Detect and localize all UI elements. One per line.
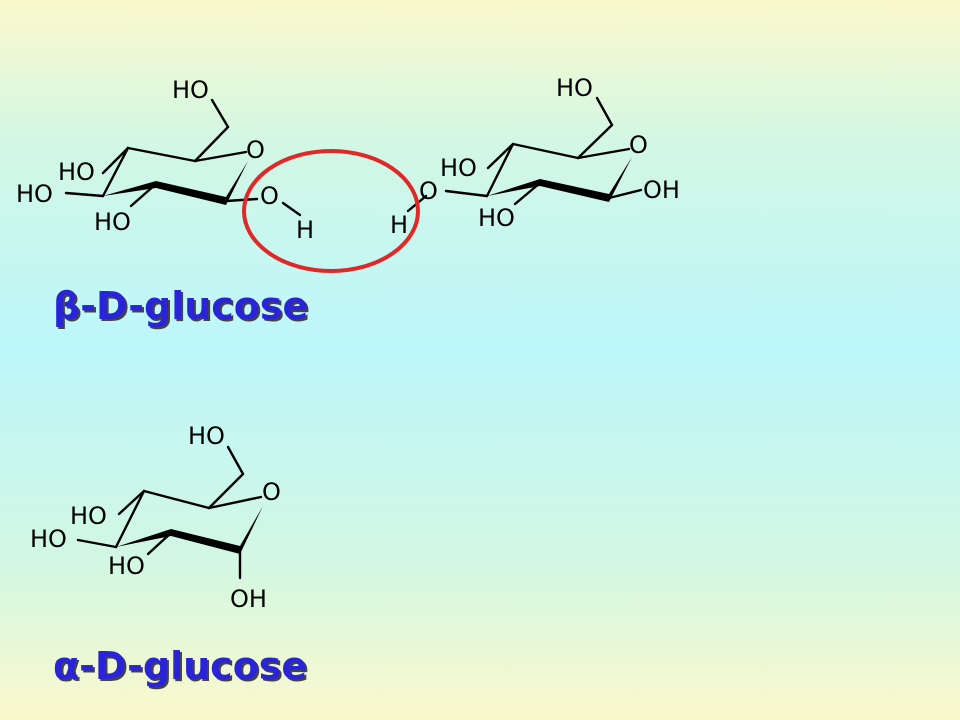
- bond: [281, 201, 302, 217]
- bond: [511, 142, 580, 160]
- bond: [207, 472, 245, 510]
- bond: [114, 489, 146, 549]
- bond: [576, 123, 614, 160]
- atom-label-ho: HO: [30, 525, 67, 553]
- wedge-bond: [103, 181, 156, 196]
- alpha-glucose-molecule: HO O HO HO HO OH: [30, 422, 281, 613]
- bond: [76, 538, 118, 549]
- bond: [193, 150, 248, 163]
- atom-label-ho: HO: [108, 552, 145, 580]
- atom-label-h: H: [296, 216, 314, 244]
- bond: [207, 495, 263, 510]
- bond: [224, 197, 259, 203]
- atom-label-ho: HO: [188, 422, 225, 450]
- wedge-bond: [171, 529, 240, 554]
- bond: [486, 142, 515, 170]
- atom-label-o: O: [419, 177, 438, 205]
- beta-glucose-caption: β-D-glucose: [53, 284, 309, 328]
- atom-label-ho: HO: [70, 502, 107, 530]
- atom-label-ho: HO: [94, 208, 131, 236]
- atom-label-oh: OH: [230, 585, 267, 613]
- beta-glucose-molecule-left: HO O HO HO HO O H: [16, 76, 314, 244]
- wedge-bond: [487, 179, 540, 196]
- alpha-glucose-caption: α-D-glucose: [53, 644, 308, 688]
- atom-label-ho: HO: [172, 76, 209, 104]
- bond: [607, 188, 643, 200]
- atom-label-o: O: [629, 131, 648, 159]
- bond: [126, 146, 197, 163]
- bond: [595, 96, 614, 127]
- atom-label-ho: HO: [440, 154, 477, 182]
- bond: [444, 189, 489, 198]
- wedge-bond: [240, 506, 263, 554]
- atom-label-o: O: [260, 182, 279, 210]
- atom-label-oh: OH: [643, 176, 680, 204]
- bond: [64, 191, 105, 198]
- wedge-bond: [226, 161, 248, 205]
- bond: [101, 146, 130, 198]
- bond: [142, 489, 211, 510]
- bond: [226, 445, 245, 476]
- beta-glucose-molecule-right: HO O HO O OH HO H: [390, 74, 680, 239]
- bond: [485, 142, 515, 198]
- bond: [101, 146, 130, 175]
- atom-label-o: O: [246, 136, 265, 164]
- wedge-bond: [609, 157, 632, 202]
- bond: [117, 489, 146, 516]
- wedge-bond: [116, 529, 171, 547]
- wedge-bond: [156, 181, 226, 205]
- atom-label-ho: HO: [16, 180, 53, 208]
- atom-label-h: H: [390, 211, 408, 239]
- wedge-bond: [540, 179, 609, 202]
- atom-label-ho: HO: [556, 74, 593, 102]
- bond: [576, 147, 631, 160]
- bond: [210, 98, 230, 129]
- atom-label-ho: HO: [478, 204, 515, 232]
- bond: [193, 125, 230, 163]
- condensation-highlight-ring: [242, 149, 420, 273]
- atom-label-o: O: [262, 478, 281, 506]
- atom-label-ho: HO: [58, 158, 95, 186]
